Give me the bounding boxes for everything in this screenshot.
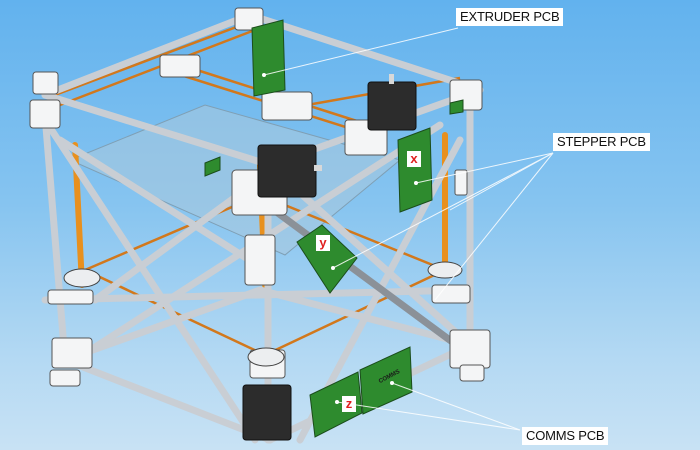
axis-tag-z: z	[342, 396, 356, 412]
leader-lines	[263, 27, 554, 431]
pcb-boards	[204, 19, 464, 438]
pulleys	[63, 261, 463, 367]
leader-dots	[262, 73, 418, 404]
comms-pcb-label: COMMS PCB	[522, 427, 609, 445]
comms-pcb-board	[359, 346, 413, 415]
motor-shafts	[314, 74, 394, 171]
axis-tag-x: x	[407, 151, 421, 167]
stepper-pcb-z-board	[309, 371, 363, 438]
small-pcb-right	[449, 99, 464, 115]
stepper-pcb-label: STEPPER PCB	[553, 133, 650, 151]
small-pcb-top	[204, 156, 221, 177]
extruder-pcb-board	[251, 19, 286, 97]
extruder-pcb-label: EXTRUDER PCB	[456, 8, 564, 26]
axis-tag-y: y	[316, 235, 330, 251]
stepper-pcb-x-board	[397, 127, 433, 213]
stepper-motors	[242, 81, 417, 441]
stepper-pcb-y-board	[296, 224, 358, 294]
